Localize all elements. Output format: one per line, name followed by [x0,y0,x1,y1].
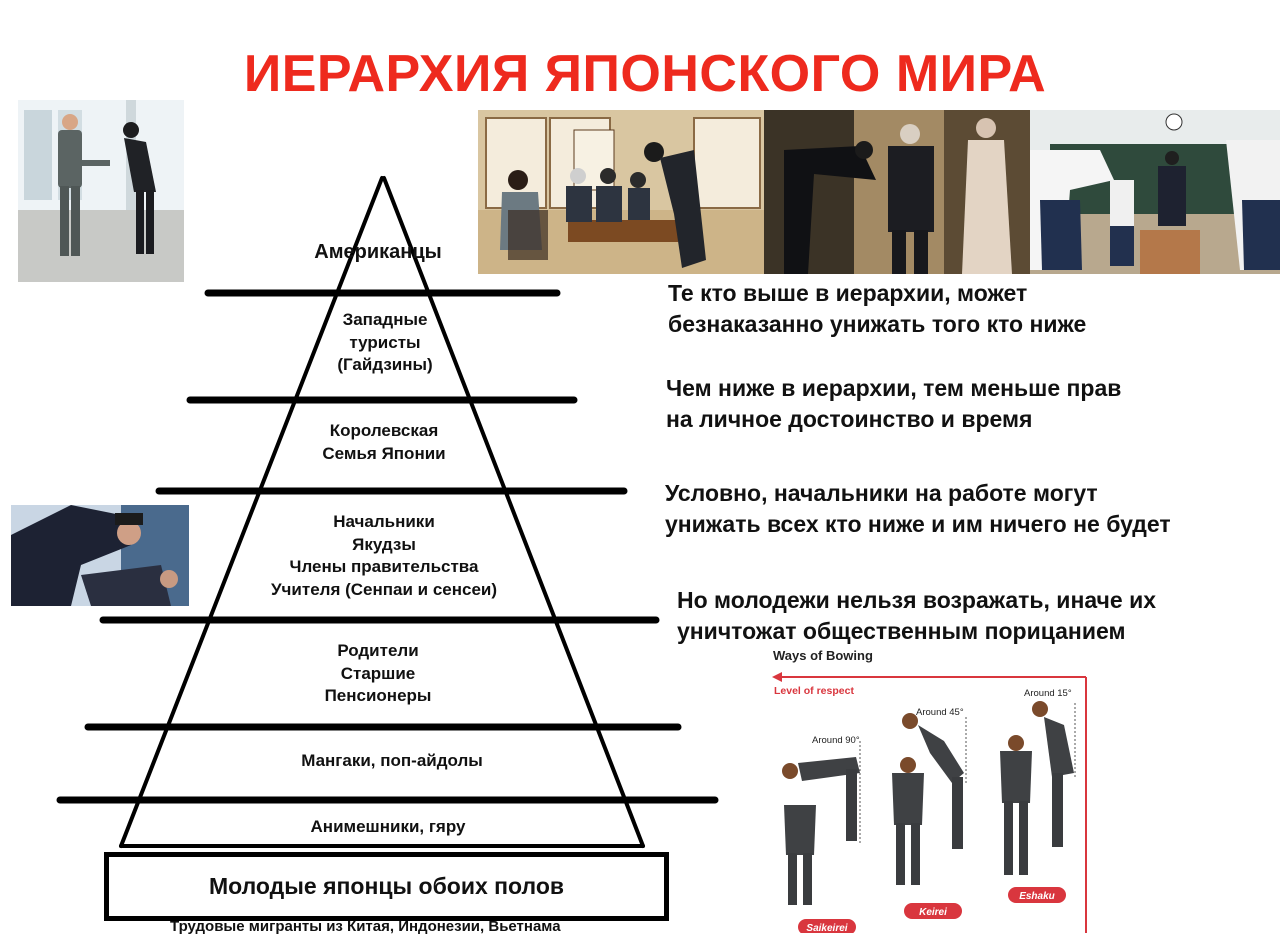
photo-emperor-bow [764,110,1032,274]
figure-saikeirei-front [784,805,816,905]
hierarchy-pyramid [56,176,719,848]
respect-axis-label: Level of respect [774,685,854,697]
bowing-title: Ways of Bowing [773,648,873,663]
note-fewer-rights: Чем ниже в иерархии, тем меньше прав на … [666,375,1122,432]
note-impunity: Те кто выше в иерархии, может безнаказан… [668,280,1087,337]
pill-eshaku-label: Eshaku [1019,891,1055,902]
angle-label-45: Around 45° [916,707,964,718]
note-bosses: Условно, начальники на работе могут униж… [665,480,1171,537]
tier-label-americans: Американцы [314,241,442,263]
tier-label-mangaka: Мангаки, поп-айдолы [301,751,483,770]
pill-keirei [904,903,962,919]
pill-keirei-label: Keirei [919,907,947,918]
tier-label-bosses: Начальники Якудзы Члены правительства Уч… [270,512,498,599]
figure-keirei-side [902,713,967,849]
note-youth: Но молодежи нельзя возражать, иначе их у… [677,587,1157,644]
tier-label-western-tourists: Западные туристы (Гайдзины) [337,310,433,374]
pill-saikeirei-label: Saikeirei [806,923,847,933]
photo-tatami-bow [478,110,766,274]
photo-classroom-bow [1030,110,1280,274]
angle-label-15: Around 15° [1024,688,1072,699]
base-box-label: Молодые японцы обоих полов [208,873,565,899]
figure-eshaku-front [1000,735,1032,875]
figure-eshaku-side [1032,701,1076,847]
figure-saikeirei-side [782,741,861,845]
figure-keirei-front [892,757,924,885]
tier-label-royal-family: Королевская Семья Японии [322,421,446,463]
photo-office-bow [18,100,184,282]
tier-label-anime-fans: Анимешники, гяру [310,817,466,836]
pill-saikeirei [798,919,856,933]
angle-label-90: Around 90° [812,735,860,746]
arrow-left-icon [772,672,782,682]
photo-officials-bow [11,505,189,606]
tier-label-parents: Родители Старшие Пенсионеры [324,641,432,705]
page-title: ИЕРАРХИЯ ЯПОНСКОГО МИРА [243,45,1047,103]
pill-eshaku [1008,887,1066,903]
ways-of-bowing-diagram: Ways of Bowing Level of respect Around 9… [772,648,1087,933]
base-box-young-japanese: Молодые японцы обоих полов [104,852,669,921]
label-migrants: Трудовые мигранты из Китая, Индонезии, В… [170,918,561,935]
